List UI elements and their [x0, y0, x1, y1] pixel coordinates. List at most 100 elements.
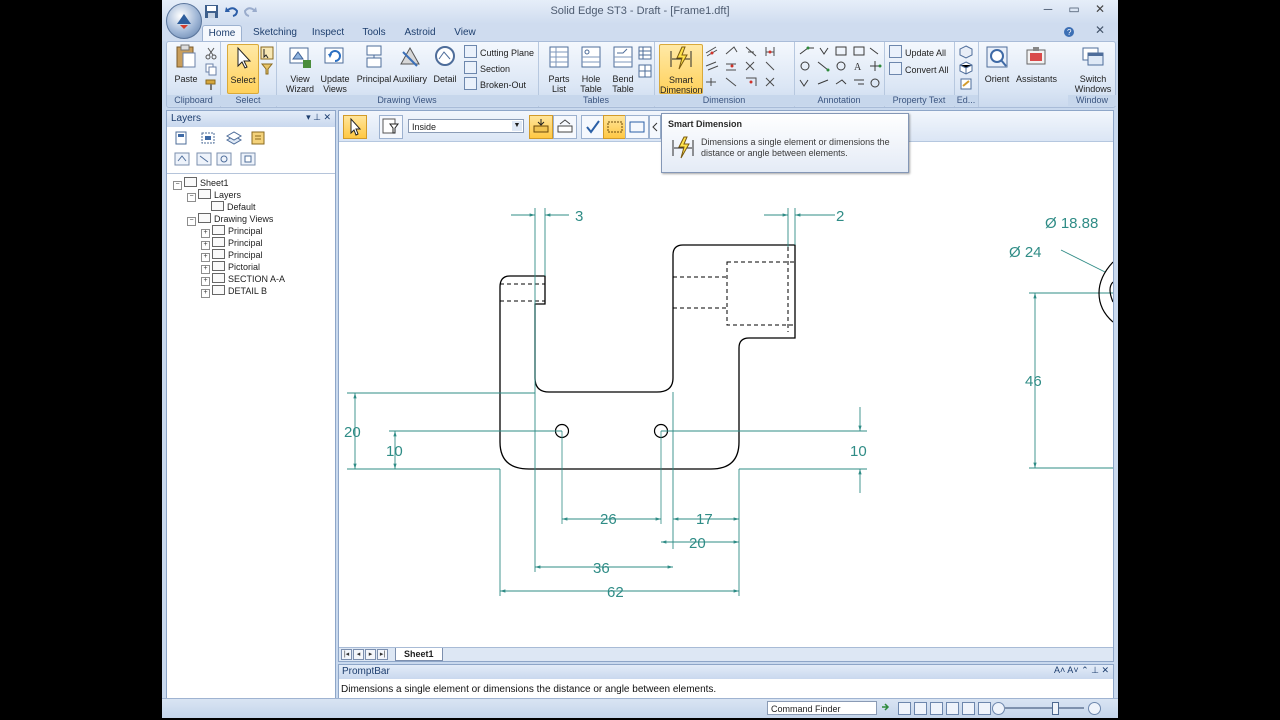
- document-close-button[interactable]: ✕: [1094, 23, 1106, 37]
- broken-out-button[interactable]: Broken-Out: [464, 77, 526, 92]
- auxiliary-button[interactable]: Auxiliary: [392, 44, 428, 84]
- zoom-in-icon[interactable]: [1088, 702, 1101, 715]
- undo-icon[interactable]: [224, 4, 240, 19]
- principal-button[interactable]: Principal: [356, 44, 392, 84]
- annotation-tools-grid[interactable]: A: [798, 44, 882, 92]
- selection-filter-button[interactable]: [379, 115, 403, 139]
- paste-button[interactable]: Paste: [171, 44, 201, 84]
- tab-home[interactable]: Home: [202, 25, 242, 42]
- overflow-button[interactable]: [649, 115, 661, 139]
- zoom-icon[interactable]: [914, 702, 927, 715]
- dim-left-outer[interactable]: 20: [344, 424, 361, 441]
- collapse-icon[interactable]: −: [173, 181, 182, 190]
- switch-windows-button[interactable]: Switch Windows: [1072, 44, 1114, 94]
- select-filter-icon[interactable]: [260, 62, 274, 76]
- expand-icon[interactable]: +: [201, 253, 210, 262]
- layer-properties-icon[interactable]: [249, 130, 267, 146]
- dim-height-right[interactable]: 46: [1025, 373, 1042, 390]
- expand-icon[interactable]: +: [201, 277, 210, 286]
- tree-item-sheet1[interactable]: −Sheet1: [173, 177, 229, 190]
- tree-item-default-layer[interactable]: Default: [211, 201, 256, 213]
- fence-select-button[interactable]: [625, 115, 649, 139]
- expand-icon[interactable]: +: [201, 229, 210, 238]
- show-layer-icon[interactable]: [173, 151, 191, 167]
- application-button[interactable]: [166, 3, 202, 39]
- layers-panel-controls[interactable]: ▾ ⊥ ✕: [306, 112, 331, 122]
- zoom-area-icon[interactable]: [898, 702, 911, 715]
- selection-mode-dropdown[interactable]: Inside ▼: [408, 119, 524, 133]
- select-stack-button[interactable]: [529, 115, 553, 139]
- orient-button[interactable]: Orient: [982, 44, 1012, 84]
- convert-all-button[interactable]: Convert All: [889, 62, 949, 77]
- drawing-area[interactable]: Inside ▼: [338, 110, 1114, 662]
- command-finder-input[interactable]: Command Finder: [767, 701, 877, 715]
- dim-left-inner[interactable]: 10: [386, 443, 403, 460]
- zoom-slider[interactable]: [1004, 707, 1084, 709]
- layer-filter-icon[interactable]: [215, 151, 233, 167]
- prompt-bar-controls[interactable]: A˄ A˅ ⌃ ⊥ ✕: [1054, 665, 1109, 675]
- tree-item-pictorial[interactable]: +Pictorial: [201, 261, 260, 274]
- table-icon[interactable]: [638, 46, 652, 60]
- layer-print-icon[interactable]: [239, 151, 257, 167]
- dim-overall-width[interactable]: 62: [607, 584, 624, 601]
- section-button[interactable]: Section: [464, 61, 510, 76]
- redo-icon[interactable]: [242, 4, 258, 19]
- smart-dimension-button[interactable]: Smart Dimension: [659, 44, 703, 95]
- dimension-tools-grid[interactable]: [704, 44, 790, 92]
- check-button[interactable]: [581, 115, 605, 139]
- assistants-button[interactable]: Assistants: [1016, 44, 1057, 84]
- collapse-icon[interactable]: −: [187, 193, 196, 202]
- dim-top-right[interactable]: 2: [836, 208, 844, 225]
- edit-cube-icon[interactable]: [959, 45, 973, 59]
- last-sheet-button[interactable]: ▸|: [377, 649, 388, 660]
- update-views-button[interactable]: Update Views: [318, 44, 352, 94]
- bend-table-button[interactable]: Bend Table: [608, 44, 638, 94]
- dim-top-left[interactable]: 3: [575, 208, 583, 225]
- format-painter-icon[interactable]: [204, 78, 218, 92]
- previous-sheet-button[interactable]: ◂: [353, 649, 364, 660]
- holes[interactable]: [554, 423, 669, 439]
- collapse-icon[interactable]: −: [187, 217, 196, 226]
- drawing-canvas[interactable]: 3 2 Ø 18.88 Ø 24 46 20 10 10 26 17 20 36…: [339, 142, 1113, 648]
- first-sheet-button[interactable]: |◂: [341, 649, 352, 660]
- expand-icon[interactable]: +: [201, 289, 210, 298]
- dim-right-inner[interactable]: 10: [850, 443, 867, 460]
- view-wizard-button[interactable]: View Wizard: [284, 44, 316, 94]
- tab-sketching[interactable]: Sketching: [253, 27, 297, 38]
- dim-slot-width[interactable]: 36: [593, 560, 610, 577]
- tree-item-detail-b[interactable]: +DETAIL B: [201, 285, 267, 298]
- expand-icon[interactable]: +: [201, 265, 210, 274]
- new-layer-icon[interactable]: [173, 130, 191, 146]
- sheet-view-icon[interactable]: [962, 702, 975, 715]
- select-button[interactable]: Select: [227, 44, 259, 94]
- tree-item-layers[interactable]: −Layers: [187, 189, 241, 202]
- expand-icon[interactable]: +: [201, 241, 210, 250]
- maximize-button[interactable]: ▭: [1068, 2, 1080, 16]
- part-outline[interactable]: [499, 244, 796, 470]
- dim-hole-spacing[interactable]: 26: [600, 511, 617, 528]
- next-sheet-button[interactable]: ▸: [365, 649, 376, 660]
- tree-item-principal-3[interactable]: +Principal: [201, 249, 263, 262]
- edit-box-icon[interactable]: [959, 61, 973, 75]
- layer-stack-icon[interactable]: [225, 130, 243, 146]
- tree-item-principal-2[interactable]: +Principal: [201, 237, 263, 250]
- layer-fit-icon[interactable]: [199, 130, 217, 146]
- close-button[interactable]: ✕: [1094, 2, 1106, 16]
- hole-table-button[interactable]: Hole Table: [576, 44, 606, 94]
- save-icon[interactable]: [204, 4, 220, 19]
- fit-icon[interactable]: [930, 702, 943, 715]
- cut-icon[interactable]: [204, 46, 218, 60]
- tab-tools[interactable]: Tools: [362, 27, 386, 38]
- dim-right-width[interactable]: 20: [689, 535, 706, 552]
- dim-diameter-large[interactable]: Ø 24: [1009, 244, 1042, 261]
- detail-button[interactable]: Detail: [430, 44, 460, 84]
- window-select-button[interactable]: [603, 115, 627, 139]
- edit-sheet-icon[interactable]: [959, 77, 973, 91]
- update-all-button[interactable]: Update All: [889, 45, 946, 60]
- tree-item-drawing-views[interactable]: −Drawing Views: [187, 213, 273, 226]
- dim-diameter-small[interactable]: Ø 18.88: [1045, 215, 1098, 232]
- tree-item-section-a-a[interactable]: +SECTION A-A: [201, 273, 285, 286]
- select-tools-icon[interactable]: [260, 46, 274, 60]
- zoom-slider-thumb[interactable]: [1052, 702, 1059, 715]
- sheet-tab-sheet1[interactable]: Sheet1: [395, 648, 443, 661]
